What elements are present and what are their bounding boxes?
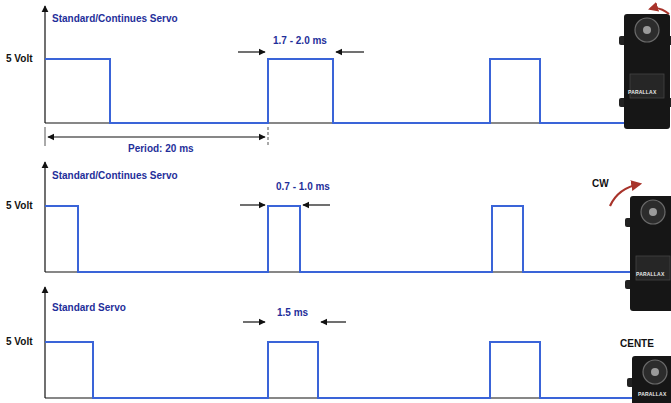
panel-title: Standard/Continues Servo: [52, 170, 178, 181]
voltage-level: 5 Volt: [6, 200, 32, 211]
panel-standard-center: [45, 287, 671, 403]
servo-brand: PARALLAX: [636, 272, 664, 278]
voltage-level: 5 Volt: [6, 53, 32, 64]
servo-brand: PARALLAX: [628, 90, 656, 96]
panel-standard-continuous-cw: [45, 162, 671, 311]
rotation-label: CENTE: [620, 338, 654, 349]
panel-title: Standard Servo: [52, 302, 126, 313]
pulse-width: 1.5 ms: [277, 307, 308, 318]
panel-standard-continuous-ccw: [45, 6, 671, 146]
rotation-label: CW: [592, 178, 609, 189]
voltage-level: 5 Volt: [6, 336, 32, 347]
pulse-width: 1.7 - 2.0 ms: [273, 35, 327, 46]
pulse-width: 0.7 - 1.0 ms: [276, 181, 330, 192]
servo-brand: PARALLAX: [638, 392, 666, 398]
panel-title: Standard/Continues Servo: [52, 13, 178, 24]
period-dimension: Period: 20 ms: [128, 143, 194, 154]
